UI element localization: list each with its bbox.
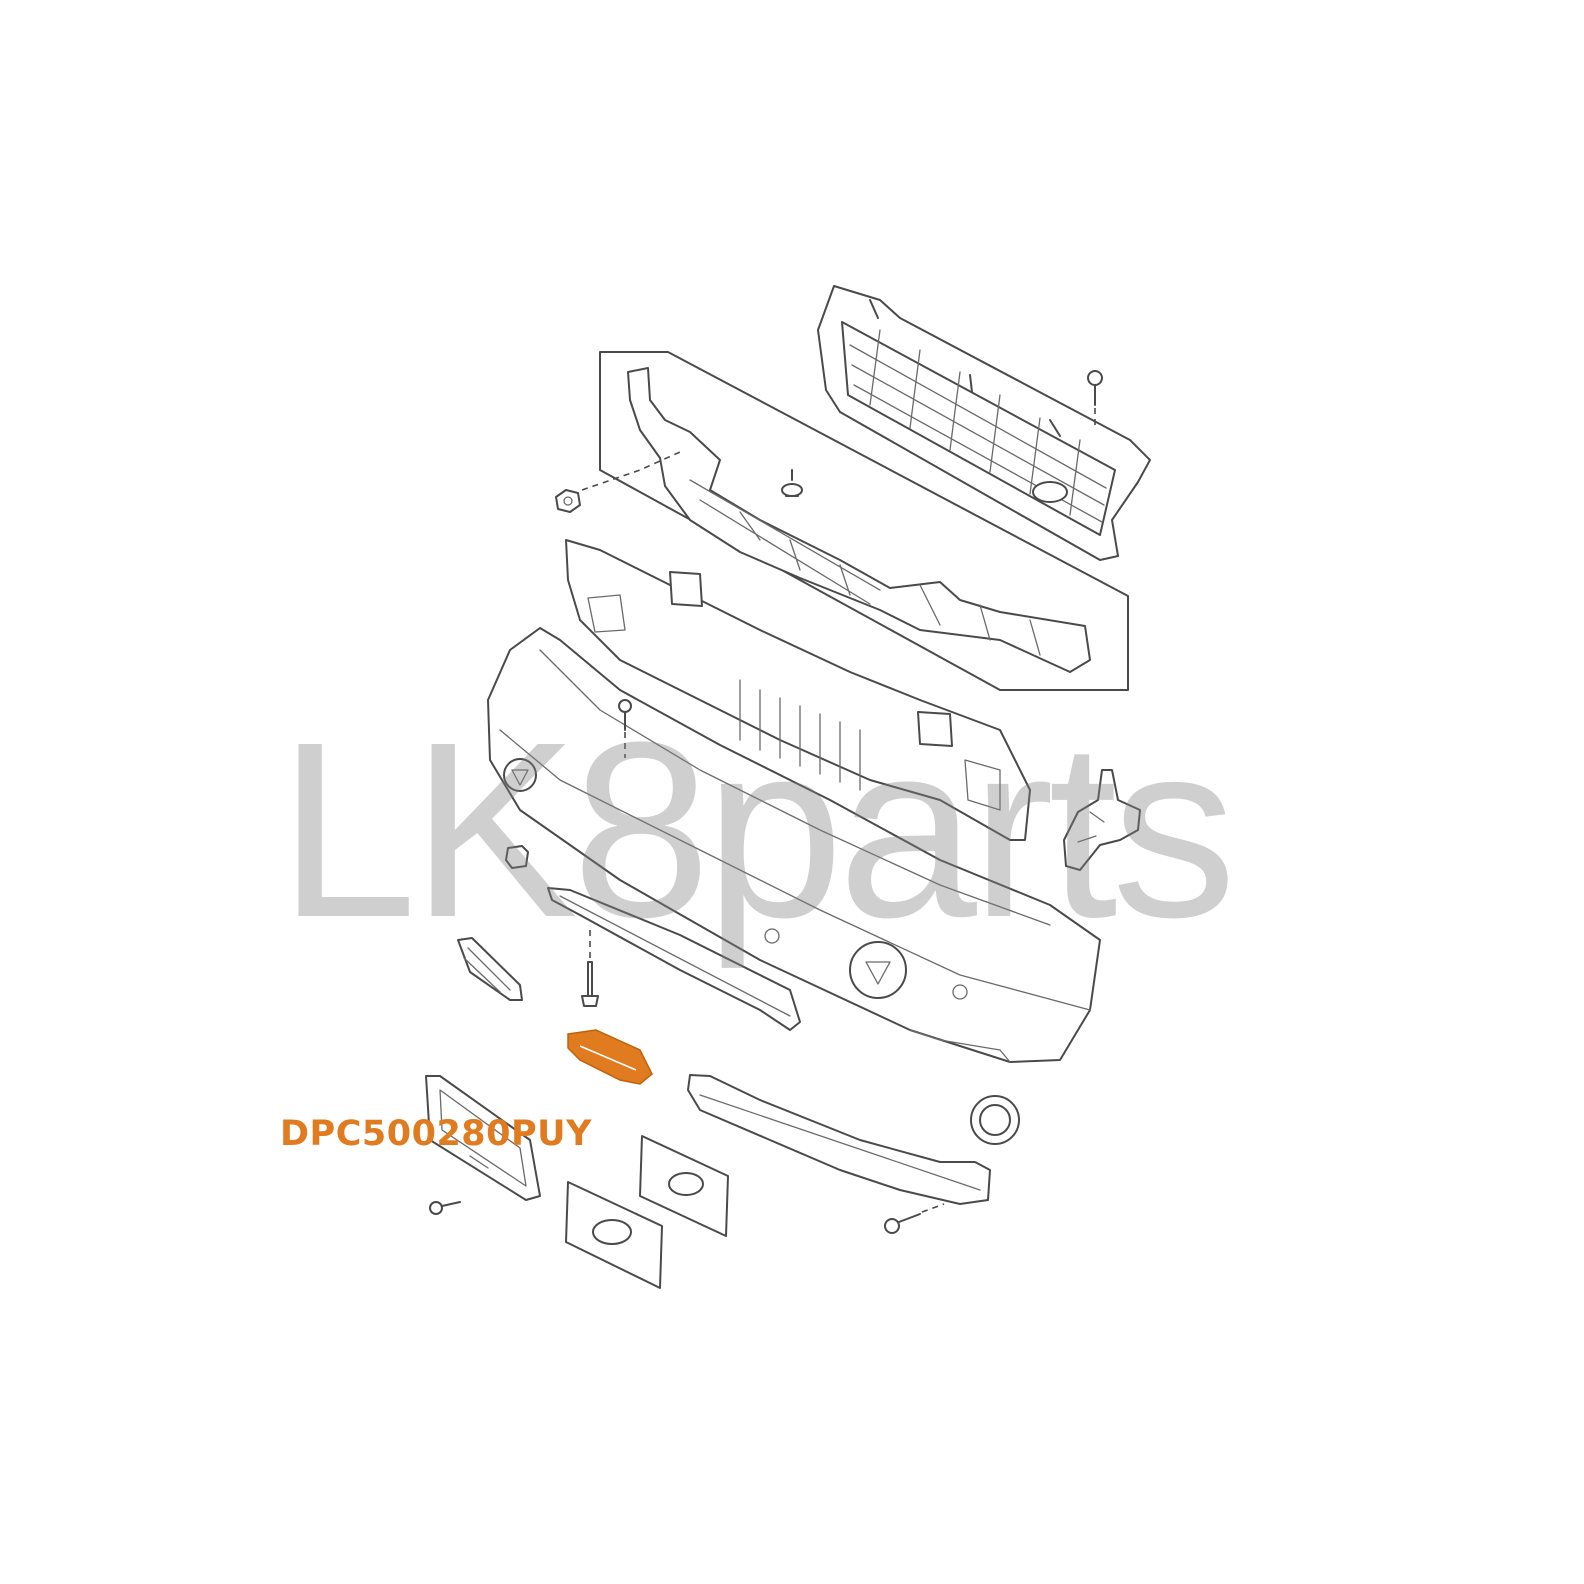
grille-screw [1087,370,1103,430]
lower-valance [687,1074,991,1234]
push-pin [581,930,599,1007]
bumper-clip [505,845,529,869]
lower-spoiler [547,887,801,1031]
licence-plate-upper [639,1135,729,1237]
left-fog-grille [457,937,523,1001]
energy-absorber [565,539,1031,841]
assembly-callout-box [599,351,1129,691]
beam-nut [555,489,581,513]
licence-plate-bracket [425,1075,541,1215]
bracket-screw [429,1201,461,1215]
valance-screw [884,1203,945,1234]
licence-plate-lower [565,1181,663,1289]
beam-clip [781,469,803,497]
bumper-cover [487,627,1101,1063]
side-bracket [1063,769,1141,871]
radiator-grille [817,285,1151,561]
part-number-label: DPC500280PUY [280,1114,592,1154]
bumper-screw [618,699,632,758]
tow-eye-cover [970,1095,1020,1145]
upper-reinforcement-beam [555,367,1091,673]
highlighted-part [567,1029,653,1085]
